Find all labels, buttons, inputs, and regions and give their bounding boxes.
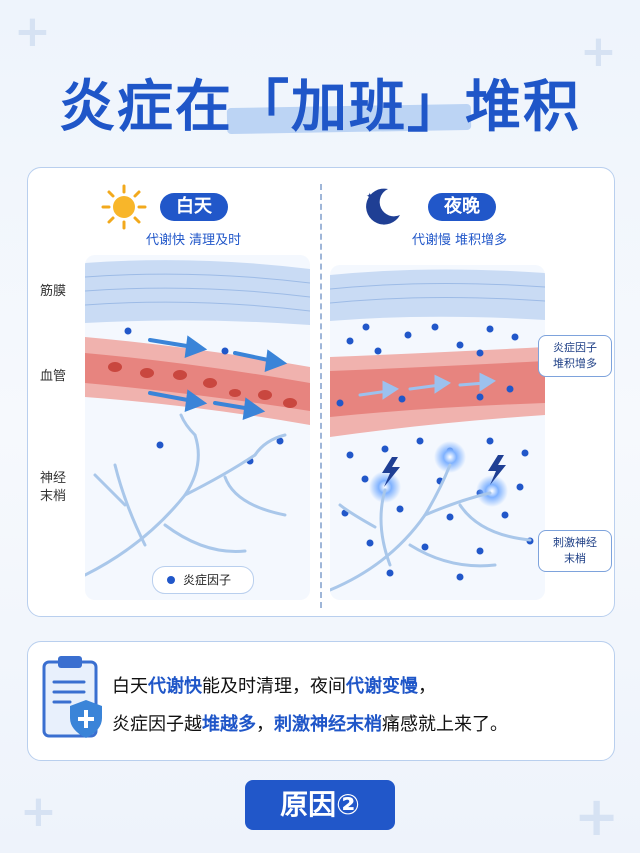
clipboard-shield-icon	[42, 656, 102, 738]
day-subtitle: 代谢快 清理及时	[146, 233, 242, 248]
title-bracket-close: 」	[407, 75, 465, 140]
callout-accumulate: 炎症因子 堆积增多	[538, 335, 612, 377]
info-line-1: 白天代谢快能及时清理，夜间代谢变慢，	[112, 672, 436, 698]
info-box	[27, 641, 615, 761]
moon-icon: ✦	[366, 188, 400, 225]
title-part2: 堆积	[465, 75, 581, 140]
vessel-label: 血管	[40, 369, 67, 384]
night-label: 夜晚	[428, 193, 496, 221]
info-text: 白天	[112, 676, 148, 697]
nerve-label: 神经 末梢	[40, 471, 67, 504]
plus-decoration: +	[14, 6, 51, 57]
fascia-label: 筋膜	[40, 284, 67, 299]
page-title: 炎症在「加班」堆积	[0, 62, 640, 143]
info-text: 炎症因子越	[112, 714, 202, 735]
info-highlight: 堆越多	[202, 714, 256, 735]
reason-badge: 原因②	[245, 780, 395, 830]
title-highlight: 「加班」	[233, 62, 465, 143]
svg-text:✦: ✦	[366, 192, 374, 202]
info-line-2: 炎症因子越堆越多，刺激神经末梢痛感就上来了。	[112, 710, 508, 736]
info-highlight: 代谢变慢	[346, 676, 418, 697]
fascia-layer	[85, 260, 310, 325]
legend-label: 炎症因子	[183, 573, 232, 587]
title-bracket-open: 「	[233, 75, 291, 140]
day-illustration	[85, 255, 310, 600]
info-text: 痛感就上来了。	[382, 714, 508, 735]
info-text: ，	[418, 676, 436, 697]
day-label: 白天	[160, 193, 228, 221]
info-text: 能及时清理，夜间	[202, 676, 346, 697]
night-subtitle: 代谢慢 堆积增多	[412, 233, 508, 248]
info-highlight: 代谢快	[148, 676, 202, 697]
plus-decoration: +	[580, 26, 617, 77]
info-highlight: 刺激神经末梢	[274, 714, 382, 735]
legend: 炎症因子	[152, 566, 254, 594]
sun-icon	[101, 184, 147, 230]
info-text: ，	[256, 714, 274, 735]
callout-stimulate: 刺激神经 末梢	[538, 530, 612, 572]
title-part1: 炎症在	[59, 75, 233, 140]
title-highlight-text: 加班	[291, 75, 407, 140]
plus-decoration: +	[20, 786, 57, 837]
night-illustration	[330, 265, 545, 600]
plus-decoration: +	[574, 785, 620, 848]
panel-divider	[320, 184, 322, 608]
nerve-ending	[85, 413, 287, 577]
legend-dot-icon	[167, 576, 175, 584]
